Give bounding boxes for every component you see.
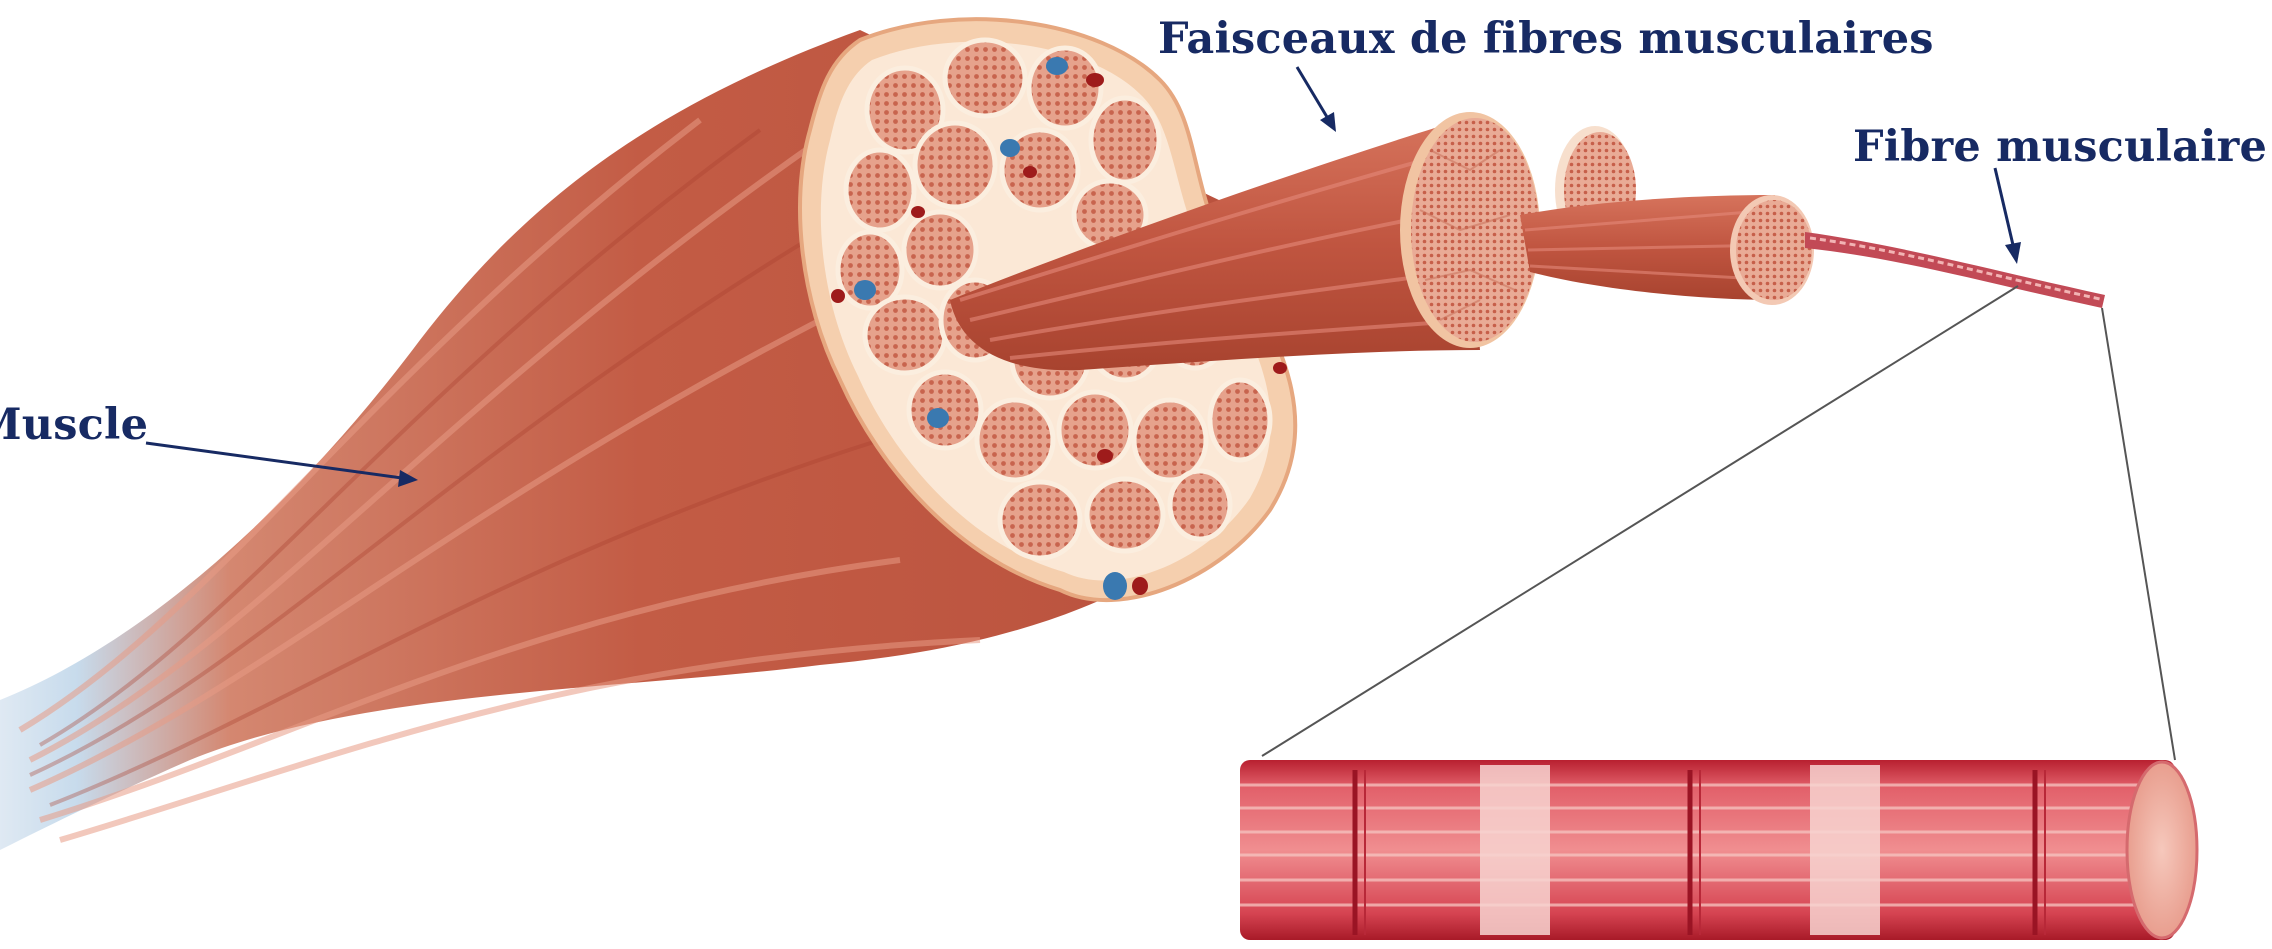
label-muscle-fibre: Fibre musculaire xyxy=(1853,122,2267,172)
zoom-lines xyxy=(1262,286,2175,760)
arrow-faisceaux xyxy=(1297,67,1336,132)
small-fascicle xyxy=(1520,195,1814,305)
fibre-cylinder xyxy=(1240,760,2197,940)
label-muscle-fascicles: Faisceaux de fibres musculaires xyxy=(1158,14,1934,64)
arrow-fibre xyxy=(1995,168,2021,264)
label-muscle: Muscle xyxy=(0,400,148,450)
single-fibre xyxy=(1805,232,2105,308)
